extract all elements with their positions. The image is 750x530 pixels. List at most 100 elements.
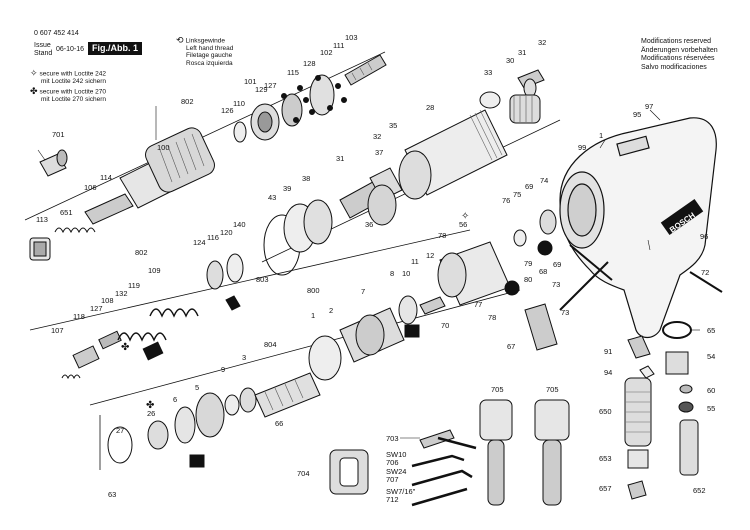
part-label: 32 bbox=[538, 38, 546, 47]
loctite-242-symbol-icon: ✧ bbox=[30, 68, 38, 78]
part-label: 701 bbox=[52, 130, 65, 139]
part-label: 712 bbox=[386, 495, 399, 504]
right-column-components bbox=[624, 321, 699, 500]
part-label: 707 bbox=[386, 475, 399, 484]
part-label: 103 bbox=[345, 33, 358, 42]
main-housing bbox=[559, 117, 717, 339]
part-label: 56 bbox=[459, 220, 467, 229]
part-label: 705 bbox=[491, 385, 504, 394]
rotation-arrow-icon: ⟲ bbox=[176, 35, 184, 45]
part-label: 140 bbox=[233, 220, 246, 229]
part-label: 127 bbox=[90, 304, 103, 313]
part-label: 703 bbox=[386, 434, 399, 443]
row3-components bbox=[107, 295, 446, 468]
modifications-line: Änderungen vorbehalten bbox=[641, 46, 718, 54]
modifications-notice: Modifications reserved Änderungen vorbeh… bbox=[641, 38, 718, 72]
loctite-markers: ✤ ✤ ✧ bbox=[121, 211, 469, 411]
part-label: 68 bbox=[539, 267, 547, 276]
part-label: 79 bbox=[524, 259, 532, 268]
part-label: 101 bbox=[244, 77, 257, 86]
part-label: 37 bbox=[375, 148, 383, 157]
leader-lines bbox=[37, 106, 700, 439]
part-label: 30 bbox=[506, 56, 514, 65]
part-label: 77 bbox=[474, 300, 482, 309]
part-label: 127 bbox=[264, 81, 277, 90]
loctite-270-marker: ✤ bbox=[121, 342, 129, 353]
part-label: 75 bbox=[513, 190, 521, 199]
part-label: 8 bbox=[390, 269, 394, 278]
loctite-242-marker: ✧ bbox=[461, 211, 469, 222]
part-label: 12 bbox=[426, 251, 434, 260]
issue-label: Issue bbox=[34, 42, 51, 49]
legend-line: mit Loctite 242 sichern bbox=[41, 77, 107, 85]
part-label: 70 bbox=[441, 321, 449, 330]
part-label: 54 bbox=[707, 352, 715, 361]
part-label: 31 bbox=[518, 48, 526, 57]
part-label: 43 bbox=[268, 193, 276, 202]
part-labels: 701 100 802 113 651 106 114 110 126 129 … bbox=[36, 33, 715, 504]
part-label: 28 bbox=[426, 103, 434, 112]
part-label: 67 bbox=[507, 342, 515, 351]
part-label: 652 bbox=[693, 486, 706, 495]
loctite-270-symbol-icon: ✤ bbox=[30, 86, 38, 96]
part-label: 111 bbox=[333, 41, 344, 50]
part-label: 107 bbox=[51, 326, 64, 335]
part-label: 99 bbox=[578, 143, 586, 152]
figure-label: Fig./Abb. 1 bbox=[88, 42, 142, 55]
part-label: 132 bbox=[115, 289, 128, 298]
part-label: 74 bbox=[540, 176, 548, 185]
part-label: 705 bbox=[546, 385, 559, 394]
legend-line: secure with Loctite 242 bbox=[39, 70, 107, 78]
part-label: 65 bbox=[707, 326, 715, 335]
part-label: 803 bbox=[256, 275, 269, 284]
part-label: 73 bbox=[561, 308, 569, 317]
part-label: 27 bbox=[116, 426, 124, 435]
part-label: 95 bbox=[633, 110, 641, 119]
part-label: 100 bbox=[157, 143, 170, 152]
part-label: 119 bbox=[128, 281, 140, 290]
wrench-size-label: SW7/16" bbox=[386, 487, 416, 496]
part-label: 3 bbox=[242, 353, 246, 362]
legend-line: Linksgewinde bbox=[185, 37, 225, 45]
part-number: 0 607 452 414 bbox=[34, 30, 79, 37]
cylinder-part-56 bbox=[437, 209, 723, 351]
part-label: 94 bbox=[604, 368, 612, 377]
part-label: 91 bbox=[604, 347, 612, 356]
part-label: 39 bbox=[283, 184, 291, 193]
part-label: 2 bbox=[329, 306, 333, 315]
part-label: 5 bbox=[195, 383, 199, 392]
part-label: 55 bbox=[707, 404, 715, 413]
modifications-line: Modifications réservées bbox=[641, 55, 715, 63]
part-label: 96 bbox=[700, 232, 708, 241]
middle-row-components bbox=[263, 109, 508, 276]
part-label: 116 bbox=[207, 233, 219, 242]
part-label: 11 bbox=[411, 257, 419, 266]
part-label: 800 bbox=[307, 286, 320, 295]
legend-line: secure with Loctite 270 bbox=[39, 88, 107, 96]
part-label: 653 bbox=[599, 454, 612, 463]
loctite-270-marker: ✤ bbox=[146, 400, 154, 411]
part-label: 706 bbox=[386, 458, 399, 467]
part-label: 76 bbox=[502, 196, 510, 205]
part-label: 80 bbox=[524, 275, 532, 284]
part-label: 704 bbox=[297, 469, 310, 478]
left-hand-thread-legend: ⟲Linksgewinde Left hand thread Filetage … bbox=[176, 35, 233, 67]
part-label: 118 bbox=[73, 312, 85, 321]
modifications-line: Modifications reserved bbox=[641, 38, 712, 45]
part-label: 97 bbox=[645, 102, 653, 111]
stand-label: Stand bbox=[34, 50, 53, 57]
wrench-size-label: SW24 bbox=[386, 467, 406, 476]
part-label: 1 bbox=[599, 131, 603, 140]
upper-right-components bbox=[479, 69, 545, 124]
modifications-line: Salvo modificaciones bbox=[641, 63, 707, 71]
part-label: 33 bbox=[484, 68, 492, 77]
part-label: 72 bbox=[701, 268, 709, 277]
part-label: 78 bbox=[438, 231, 446, 240]
legend-line: Rosca izquierda bbox=[186, 59, 233, 67]
part-label: 9 bbox=[221, 365, 225, 374]
part-label: 657 bbox=[599, 484, 612, 493]
part-label: 73 bbox=[552, 280, 560, 289]
part-label: 38 bbox=[302, 174, 310, 183]
part-label: 36 bbox=[365, 220, 373, 229]
part-label: 109 bbox=[148, 266, 161, 275]
